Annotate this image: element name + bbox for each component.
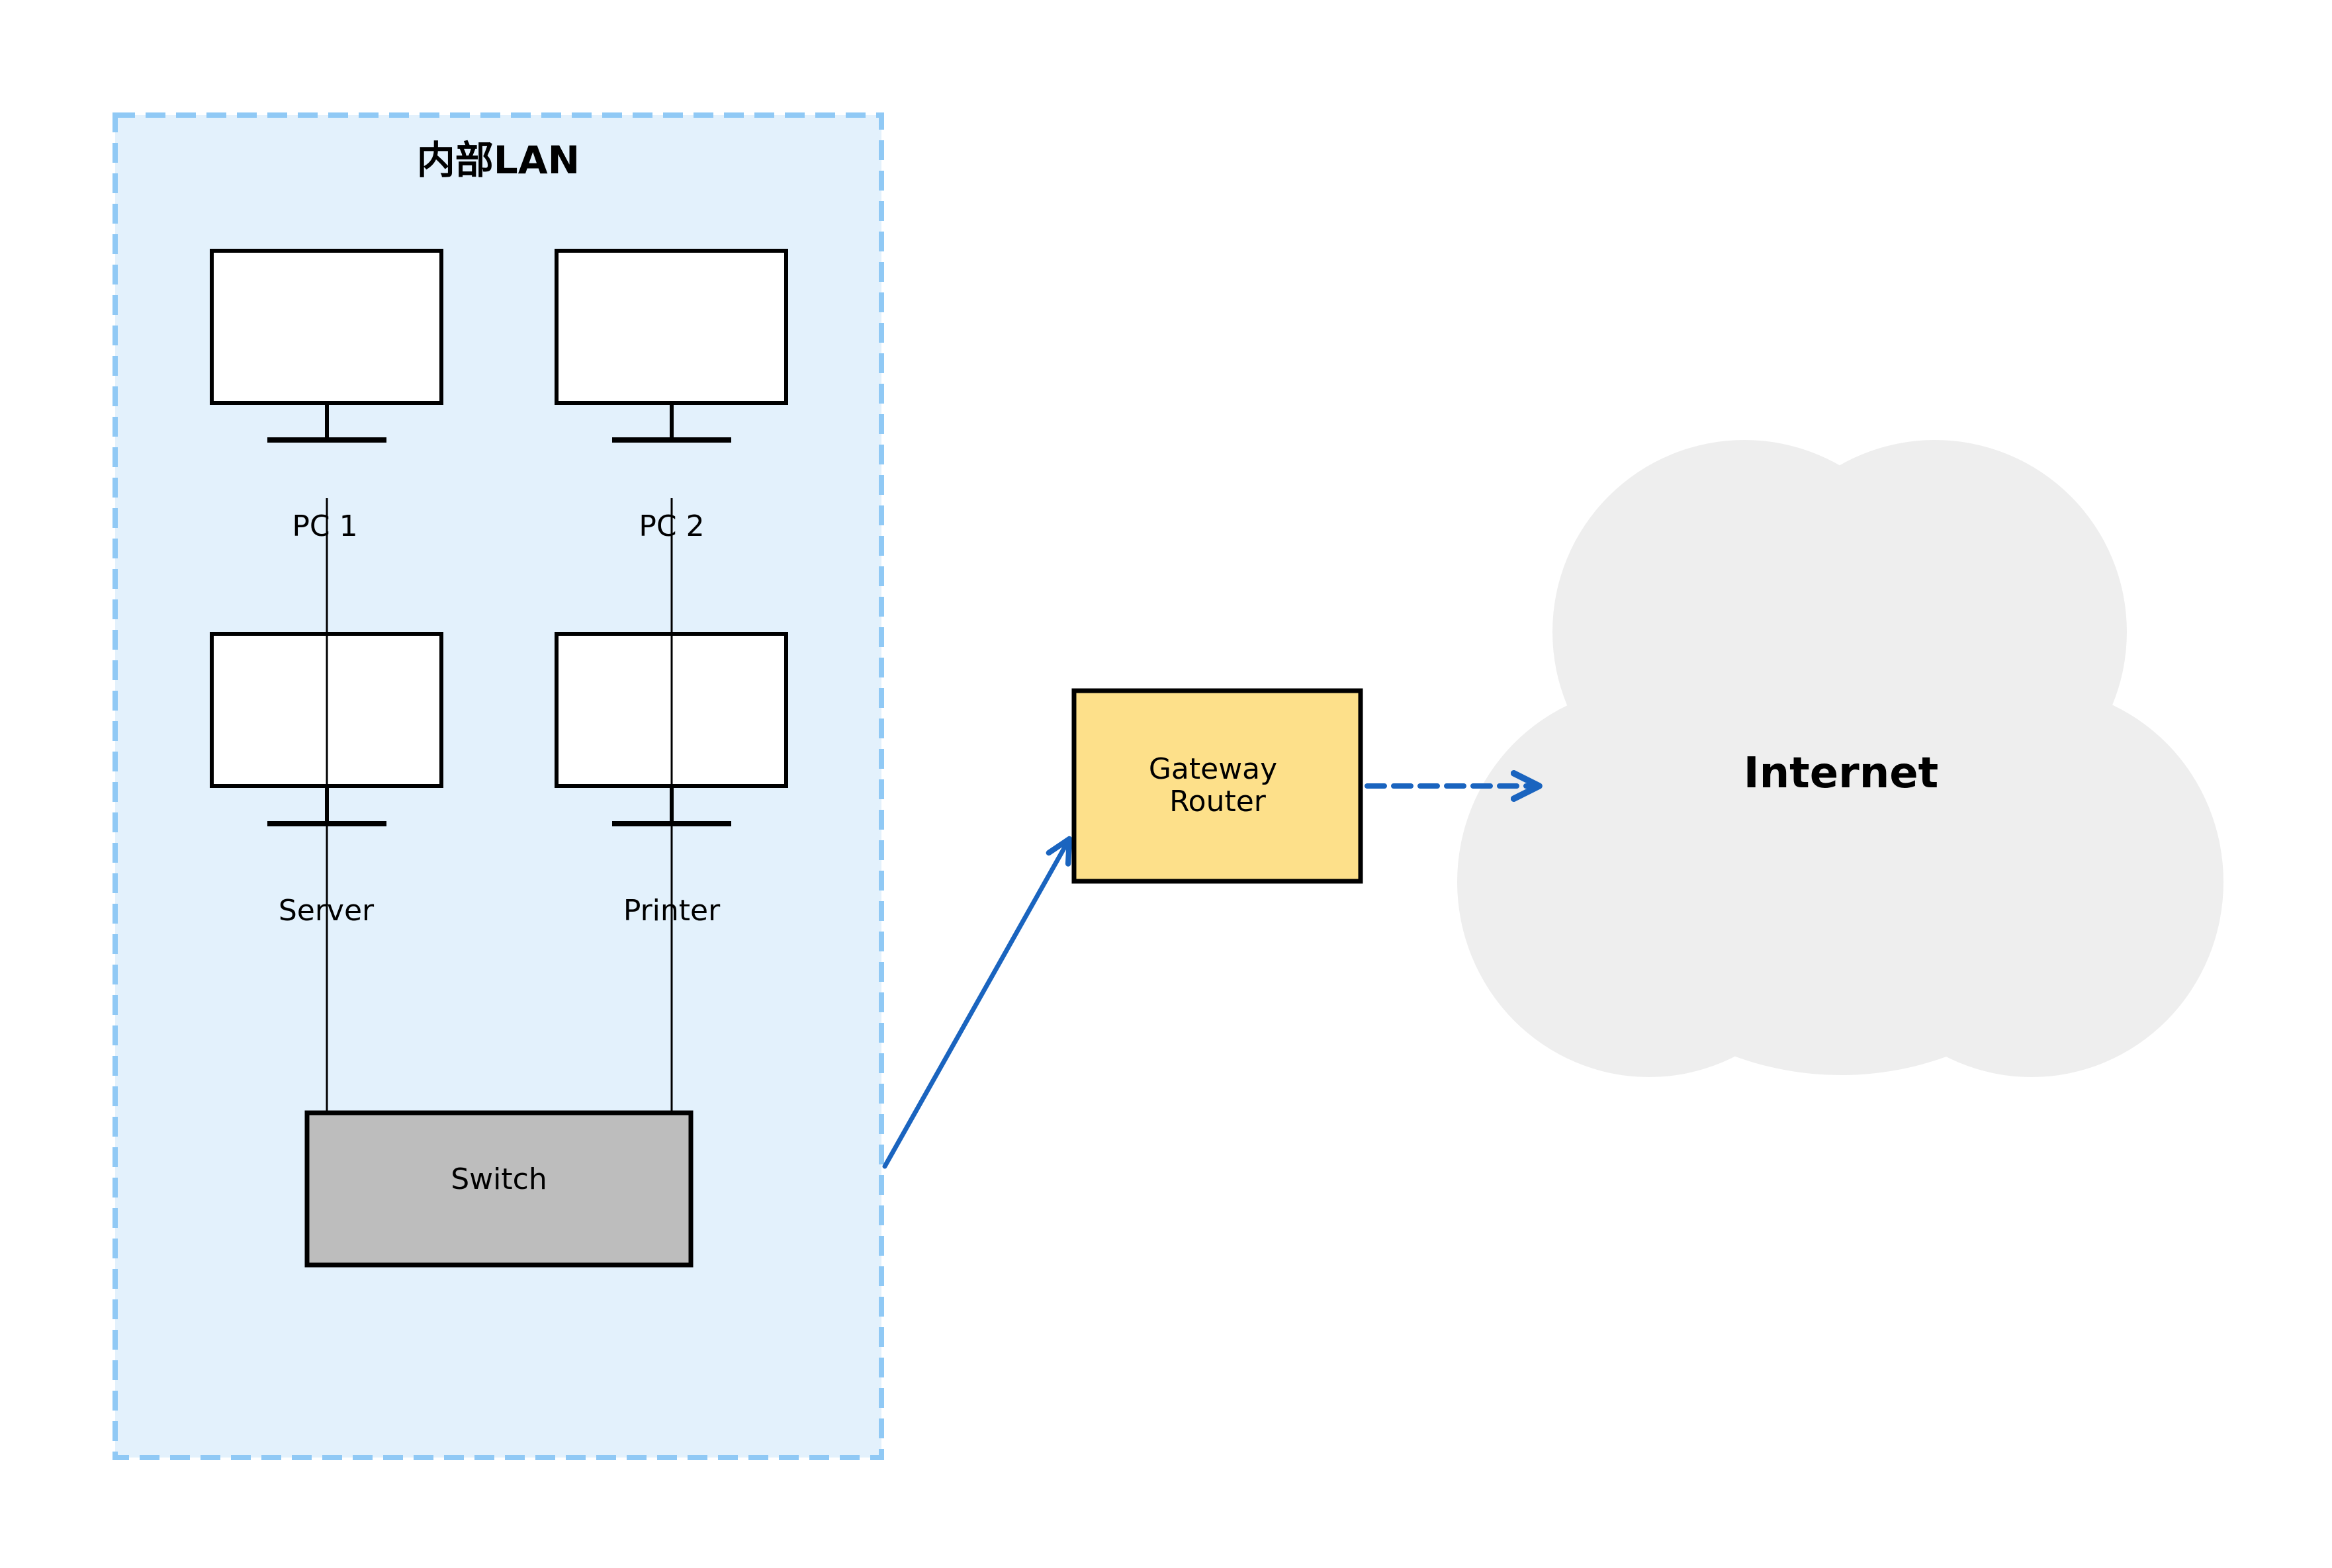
monitor-icon (555, 249, 788, 443)
node-label-router: Gateway Router (1149, 752, 1286, 818)
node-internet[interactable]: Internet (1457, 440, 2223, 1077)
router-label-line1: Gateway (1149, 752, 1277, 786)
node-label-internet: Internet (1744, 749, 1939, 798)
node-switch[interactable]: Switch (304, 1110, 694, 1268)
cloud-icon (1457, 440, 2223, 1077)
node-pc1[interactable]: PC 1 (210, 249, 443, 543)
switch-box (304, 1110, 694, 1268)
monitor-icon (210, 249, 443, 443)
router-box (1071, 688, 1363, 884)
router-label-line2: Router (1169, 785, 1267, 818)
node-label-pc1: PC 1 (292, 509, 357, 543)
edge-lan-router[interactable] (882, 836, 1073, 1169)
lan-zone-title: 内部LAN (417, 138, 580, 183)
node-router[interactable]: Gateway Router (1071, 688, 1363, 884)
node-label-switch: Switch (451, 1162, 547, 1196)
